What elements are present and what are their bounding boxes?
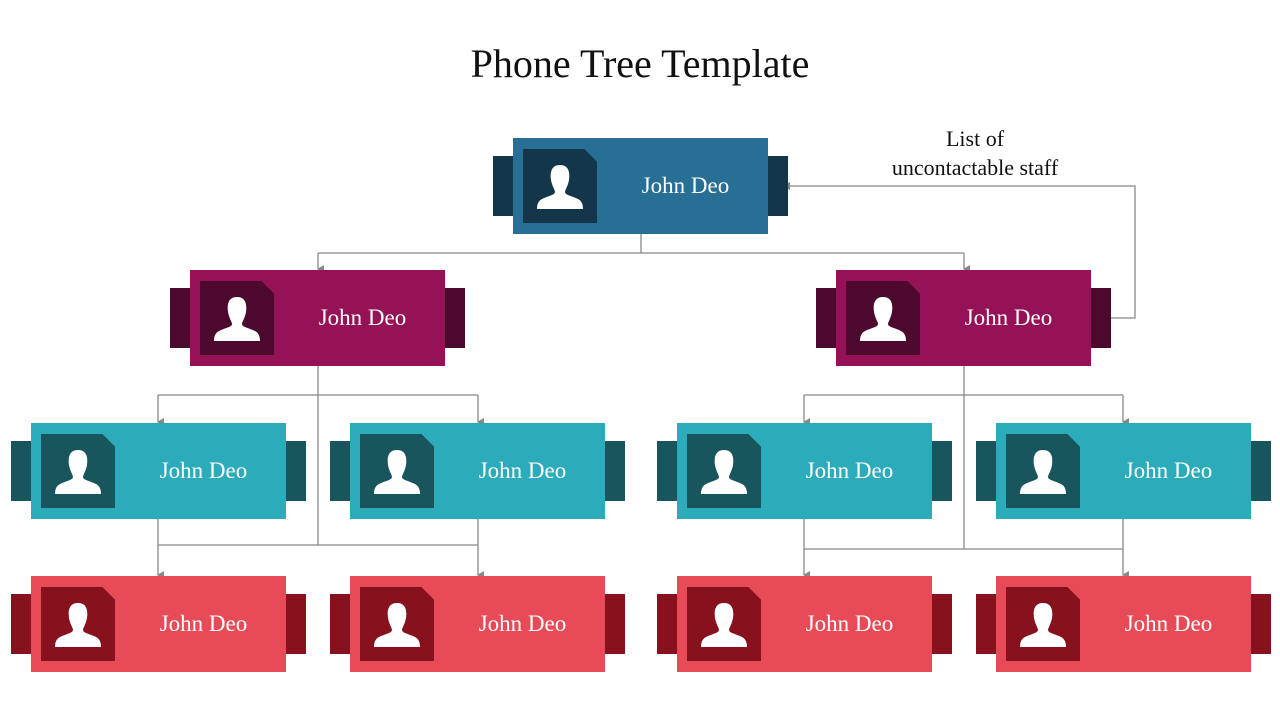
- contact-node: John Deo: [170, 270, 465, 366]
- right-tab: [286, 441, 306, 501]
- person-icon: [1006, 587, 1080, 661]
- right-tab: [932, 441, 952, 501]
- right-tab: [768, 156, 788, 216]
- right-tab: [1091, 288, 1111, 348]
- contact-name: John Deo: [964, 305, 1053, 330]
- person-icon: [200, 281, 274, 355]
- contact-node: John Deo: [816, 270, 1111, 366]
- person-icon: [846, 281, 920, 355]
- contact-card: John Deo: [836, 270, 1091, 366]
- note-line-2: uncontactable staff: [891, 155, 1059, 180]
- contact-name: John Deo: [318, 305, 407, 330]
- uncontactable-staff-note: List of uncontactable staff: [855, 124, 1095, 182]
- left-tab: [816, 288, 836, 348]
- contact-card: John Deo: [677, 576, 932, 672]
- right-tab: [605, 441, 625, 501]
- left-tab: [11, 441, 31, 501]
- feedback-arrow: [783, 182, 1136, 319]
- connector-right-branch: [803, 366, 1124, 550]
- contact-name: John Deo: [805, 611, 894, 636]
- left-tab: [330, 441, 350, 501]
- person-icon: [41, 434, 115, 508]
- contact-node: John Deo: [493, 138, 788, 234]
- right-tab: [445, 288, 465, 348]
- connector-top: [318, 234, 964, 254]
- right-tab: [1251, 594, 1271, 654]
- left-tab: [976, 594, 996, 654]
- contact-node: John Deo: [657, 423, 952, 519]
- contact-node: John Deo: [11, 423, 306, 519]
- left-tab: [657, 441, 677, 501]
- person-icon: [1006, 434, 1080, 508]
- left-tab: [976, 441, 996, 501]
- contact-card: John Deo: [31, 576, 286, 672]
- left-tab: [11, 594, 31, 654]
- contact-node: John Deo: [976, 576, 1271, 672]
- contact-card: John Deo: [996, 576, 1251, 672]
- contact-card: John Deo: [31, 423, 286, 519]
- contact-name: John Deo: [805, 458, 894, 483]
- contact-name: John Deo: [641, 173, 730, 198]
- contact-node: John Deo: [330, 576, 625, 672]
- person-icon: [360, 587, 434, 661]
- right-tab: [1251, 441, 1271, 501]
- left-tab: [170, 288, 190, 348]
- contact-node: John Deo: [976, 423, 1271, 519]
- right-tab: [605, 594, 625, 654]
- contact-card: John Deo: [996, 423, 1251, 519]
- person-icon: [523, 149, 597, 223]
- contact-node: John Deo: [11, 576, 306, 672]
- left-tab: [657, 594, 677, 654]
- page-title: Phone Tree Template: [470, 41, 810, 86]
- connector-left-branch: [157, 366, 479, 546]
- right-tab: [932, 594, 952, 654]
- contact-card: John Deo: [677, 423, 932, 519]
- contact-card: John Deo: [190, 270, 445, 366]
- person-icon: [41, 587, 115, 661]
- contact-node: John Deo: [330, 423, 625, 519]
- contact-node: John Deo: [657, 576, 952, 672]
- contact-name: John Deo: [1124, 611, 1213, 636]
- person-icon: [360, 434, 434, 508]
- contact-name: John Deo: [478, 611, 567, 636]
- contact-name: John Deo: [1124, 458, 1213, 483]
- contact-name: John Deo: [478, 458, 567, 483]
- contact-card: John Deo: [350, 423, 605, 519]
- person-icon: [687, 587, 761, 661]
- left-tab: [330, 594, 350, 654]
- contact-name: John Deo: [159, 611, 248, 636]
- right-tab: [286, 594, 306, 654]
- left-tab: [493, 156, 513, 216]
- person-icon: [687, 434, 761, 508]
- contact-name: John Deo: [159, 458, 248, 483]
- contact-card: John Deo: [513, 138, 768, 234]
- contact-card: John Deo: [350, 576, 605, 672]
- note-line-1: List of: [945, 126, 1005, 151]
